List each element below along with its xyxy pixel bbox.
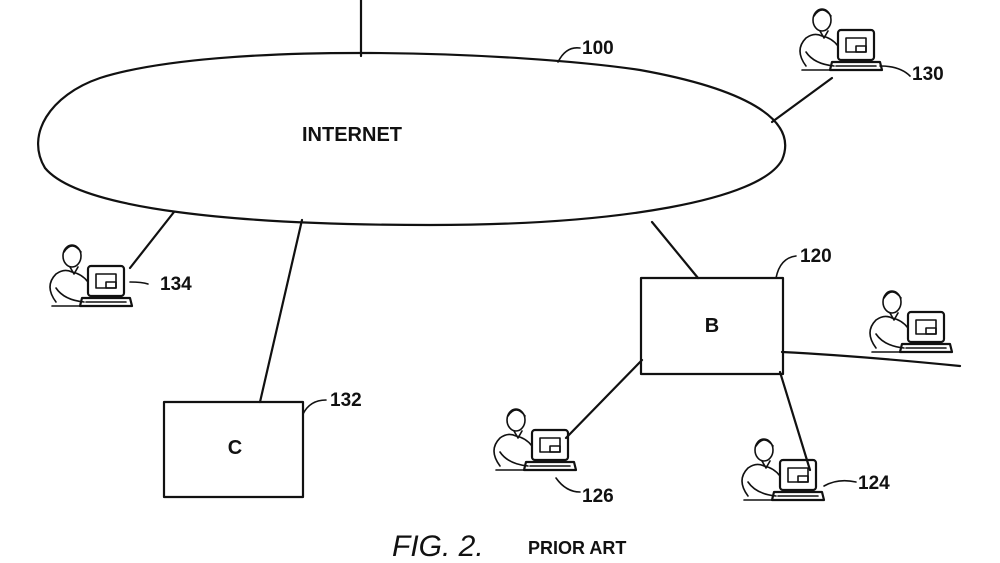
ws-124-ref: 124 xyxy=(858,473,890,494)
ws-126-ref-leader xyxy=(555,477,581,493)
ws-126-ref: 126 xyxy=(582,486,614,507)
cloud-ref-leader xyxy=(557,46,581,63)
server-c-ref-132: 132 xyxy=(330,390,362,411)
workstation-126 xyxy=(492,407,578,472)
server-c-label: C xyxy=(228,437,242,459)
link-cloud-130 xyxy=(770,76,834,124)
server-b-ref-120: 120 xyxy=(800,246,832,267)
cloud-ref-100: 100 xyxy=(582,38,614,59)
ws-130-ref-leader xyxy=(879,65,911,77)
server-b-ref-leader xyxy=(775,255,797,279)
internet-label: INTERNET xyxy=(302,124,402,146)
workstation-124 xyxy=(740,437,826,502)
workstation-134 xyxy=(48,243,134,308)
link-b-124 xyxy=(778,370,812,472)
link-b-user-right xyxy=(780,350,962,368)
ws-134-ref-leader xyxy=(129,281,149,285)
server-c: C xyxy=(162,400,305,499)
ws-134-ref: 134 xyxy=(160,274,192,295)
server-b-label: B xyxy=(705,315,719,337)
prior-art-label: PRIOR ART xyxy=(528,538,626,558)
workstation-right xyxy=(868,289,954,354)
link-cloud-c xyxy=(258,218,304,404)
server-b: B xyxy=(639,276,785,376)
ws-130-ref: 130 xyxy=(912,64,944,85)
link-cloud-134 xyxy=(128,210,176,270)
server-c-ref-leader xyxy=(302,399,327,415)
figure-number: FIG. 2. xyxy=(392,530,484,563)
link-b-126 xyxy=(564,358,644,440)
ws-124-ref-leader xyxy=(823,479,857,487)
internet-cloud: INTERNET xyxy=(37,51,787,227)
link-cloud-b xyxy=(650,220,700,280)
workstation-130 xyxy=(798,7,884,72)
